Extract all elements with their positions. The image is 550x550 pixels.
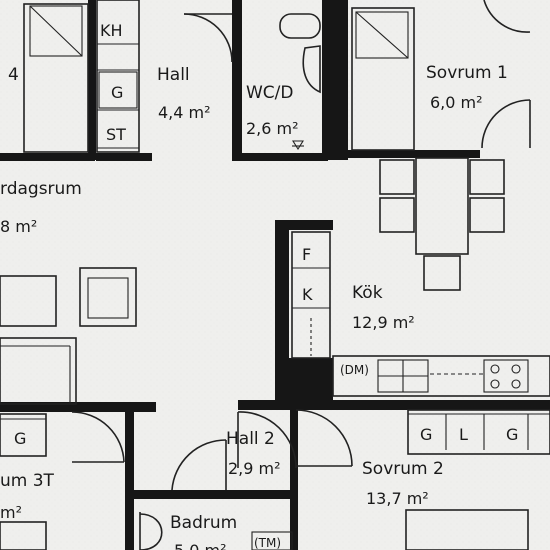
room-label-sovrum1: Sovrum 1 — [426, 63, 508, 83]
wall-kitchen-bottom — [238, 400, 550, 410]
room-label-sovrum2: Sovrum 2 — [362, 459, 444, 479]
room-area-vardagsrum: 8 m² — [0, 217, 37, 236]
wall-bedroom3-top — [0, 402, 156, 412]
door-sovrum1 — [481, 0, 531, 149]
room-area-hall: 4,4 m² — [158, 103, 211, 122]
wardrobes-sovrum2 — [407, 409, 550, 455]
room-area-kok: 12,9 m² — [352, 313, 415, 332]
toilet-badrum — [139, 512, 163, 550]
sofa — [0, 337, 77, 405]
bed-bedroom4 — [23, 3, 89, 153]
fixture-label-tm: (TM) — [254, 536, 281, 550]
armchair — [79, 267, 137, 327]
fixture-label-g: G — [111, 83, 123, 102]
fixture-label-st: ST — [106, 125, 126, 144]
room-area-sovrum1: 6,0 m² — [430, 93, 483, 112]
fixture-label-wardrobe3: G — [506, 425, 518, 444]
room-area-hall2: 2,9 m² — [228, 459, 281, 478]
room-label-hall2: Hall 2 — [226, 429, 275, 449]
wall-kitchen-left — [275, 220, 289, 410]
wall-bedroom3-right — [125, 412, 134, 550]
door-badrum — [171, 439, 227, 491]
wall-kitchen-block — [289, 358, 333, 408]
fixture-label-f: F — [302, 245, 311, 264]
kitchen-cabinets — [291, 231, 331, 359]
wall-kitchen-top — [275, 220, 333, 230]
room-label-kok: Kök — [352, 283, 383, 303]
room-label-wc: WC/D — [246, 83, 294, 103]
wardrobe-bedroom3 — [0, 413, 47, 457]
wall-hall-right — [232, 0, 242, 160]
wall-wc-sovrum1-thick — [322, 0, 348, 160]
room-label-badrum: Badrum — [170, 513, 237, 533]
wall-hall2-right — [290, 408, 298, 550]
room-area-badrum: 5,0 m² — [174, 541, 227, 550]
room-label-sovrum3: um 3T — [0, 471, 55, 491]
door-hall — [183, 13, 233, 63]
wall-wc-bottom — [232, 153, 328, 161]
fixture-label-dm: (DM) — [340, 363, 369, 377]
wall-bedroom4-bottom — [0, 153, 95, 161]
fixture-label-wardrobe2: L — [459, 425, 468, 444]
wall-bedroom4-right — [88, 0, 96, 160]
stove-icon — [483, 359, 529, 393]
door-hall2 — [237, 409, 353, 469]
side-table — [0, 275, 57, 327]
door-bedroom3 — [71, 411, 125, 463]
bed-sovrum2 — [405, 509, 529, 550]
bed-sovrum1 — [351, 7, 415, 151]
wall-sovrum1-bottom — [348, 150, 480, 158]
room-area-sovrum3: m² — [0, 503, 22, 522]
fixture-label-k: K — [302, 285, 313, 304]
wall-hall-bottom-left — [96, 153, 152, 161]
fixture-label-g-left: G — [14, 429, 26, 448]
room-label-vardagsrum: rdagsrum — [0, 179, 82, 199]
fixture-label-wardrobe1: G — [420, 425, 432, 444]
washer-box — [251, 531, 293, 550]
wall-badrum-top — [134, 490, 296, 499]
drain-icon — [292, 140, 304, 151]
room-area-wc: 2,6 m² — [246, 119, 299, 138]
room-label-bedroom4: 4 — [8, 65, 19, 85]
kitchen-counter — [332, 355, 550, 397]
room-label-hall: Hall — [157, 65, 190, 85]
room-area-sovrum2: 13,7 m² — [366, 489, 429, 508]
bed-bedroom3 — [0, 521, 47, 550]
fixture-label-kh: KH — [100, 21, 123, 40]
toilet-wc — [279, 13, 321, 94]
wardrobe-column — [96, 0, 140, 153]
dining-table — [379, 157, 505, 291]
